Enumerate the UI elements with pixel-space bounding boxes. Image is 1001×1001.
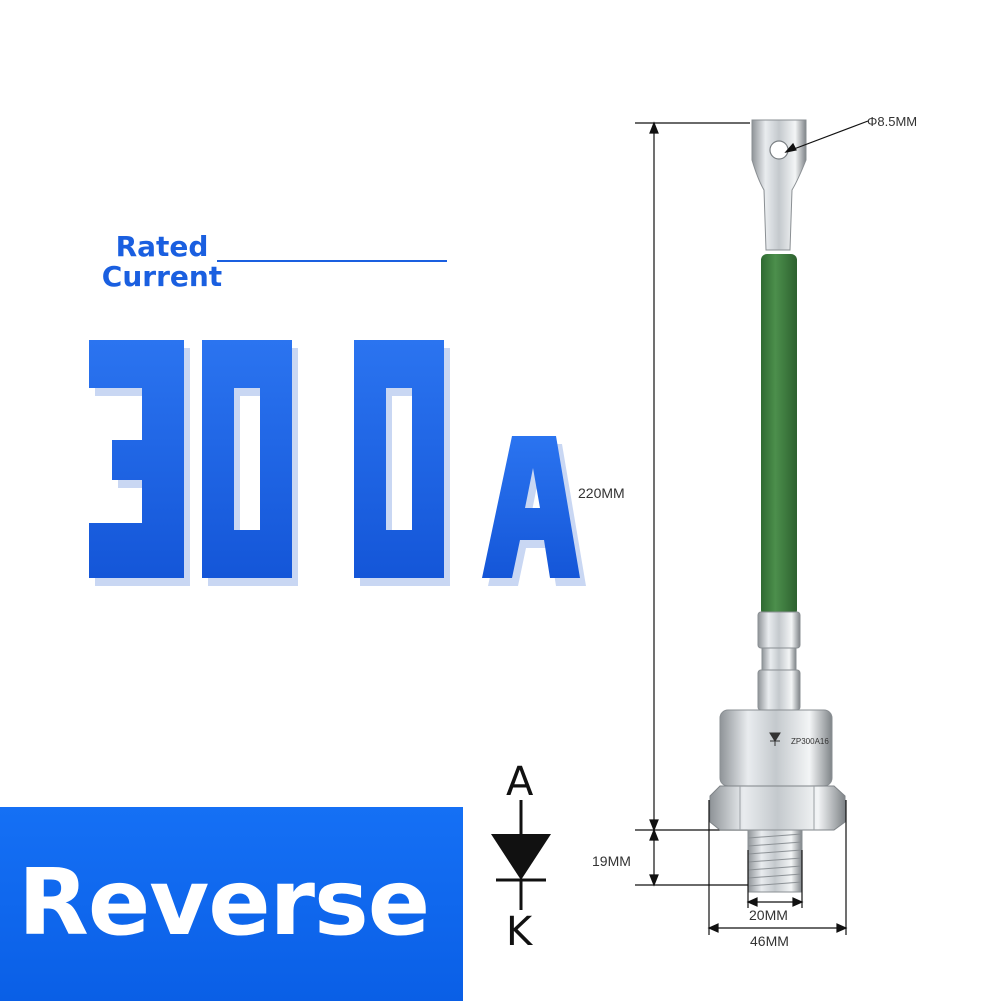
crimp-fitting [757, 611, 801, 711]
big-value-number [89, 340, 444, 578]
length-dimension [635, 121, 750, 887]
cathode-label: K [506, 909, 533, 955]
diode-body [719, 709, 833, 787]
big-value-unit [482, 436, 580, 578]
width-dimensions [707, 800, 848, 935]
big-value-unit-text: A [344, 606, 345, 609]
reverse-label: Reverse [18, 849, 430, 956]
rated-label-line1: Rated [115, 230, 209, 263]
thread-stud [747, 829, 803, 893]
rated-underline [217, 260, 447, 262]
diode-symbol-icon [491, 800, 551, 910]
hole-label: Φ8.5MM [867, 114, 917, 129]
part-marking: ZP300A16 [791, 737, 829, 746]
rated-current-label: Rated Current [82, 232, 242, 292]
hex-width-label: 46MM [750, 933, 789, 949]
ring-terminal [751, 119, 807, 251]
cable [761, 254, 797, 616]
anode-label: A [506, 759, 534, 805]
hex-base [709, 785, 846, 831]
big-value-text: 300 [334, 607, 336, 609]
hole-dimension [784, 120, 869, 153]
rated-current-value: 300 A [89, 340, 586, 609]
thread-length-label: 19MM [592, 853, 631, 869]
length-label: 220MM [578, 485, 625, 501]
thread-width-label: 20MM [749, 907, 788, 923]
reverse-banner [0, 807, 463, 1001]
rated-label-line2: Current [101, 260, 223, 293]
diode-drawing: Φ8.5MM 220MM 19MM 20MM 46MM ZP300A16 [578, 114, 917, 949]
